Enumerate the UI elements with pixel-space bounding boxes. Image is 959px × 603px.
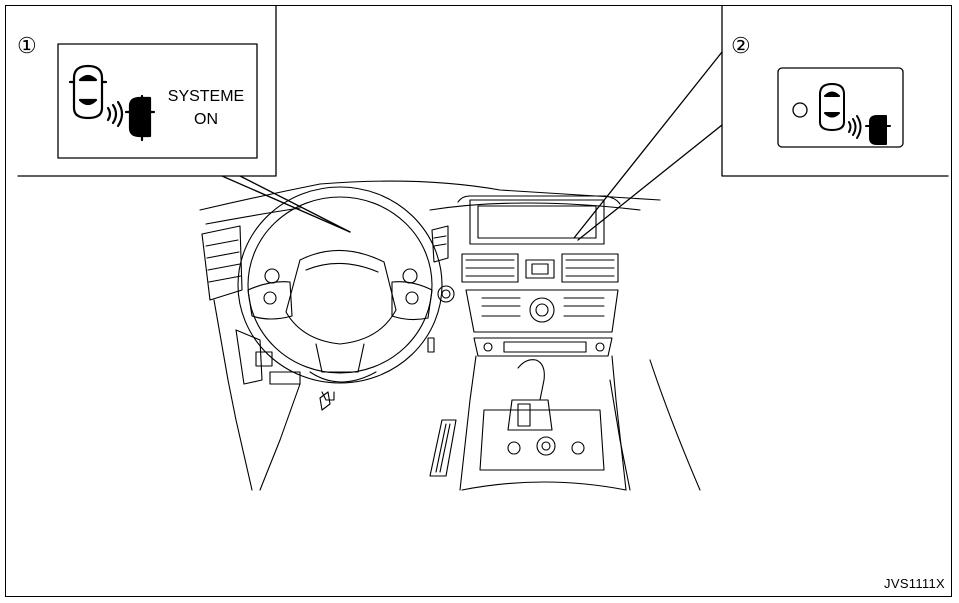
car-sensing-object-icon — [819, 83, 891, 145]
callout-2-marker: ② — [731, 33, 751, 58]
callout-2-border — [721, 5, 949, 177]
callout-1: ① SYSTEME ON — [17, 5, 351, 233]
figure-code: JVS1111X — [884, 576, 945, 591]
indicator-lamp-icon — [792, 102, 808, 118]
callout-2-leader — [573, 51, 723, 239]
callout-2: ② — [573, 5, 949, 241]
indicator-text-line1: SYSTEME — [168, 88, 244, 105]
illustration-frame — [5, 5, 952, 597]
callout-1-display — [57, 43, 258, 159]
callout-1-leader — [221, 175, 351, 233]
car-sensing-pedestrian-icon — [68, 64, 156, 142]
callout-2-display — [777, 67, 904, 148]
callout-1-border — [17, 5, 277, 177]
callout-1-marker: ① — [17, 33, 37, 58]
indicator-text-line2: ON — [194, 111, 218, 128]
dashboard-drawing — [199, 180, 701, 491]
